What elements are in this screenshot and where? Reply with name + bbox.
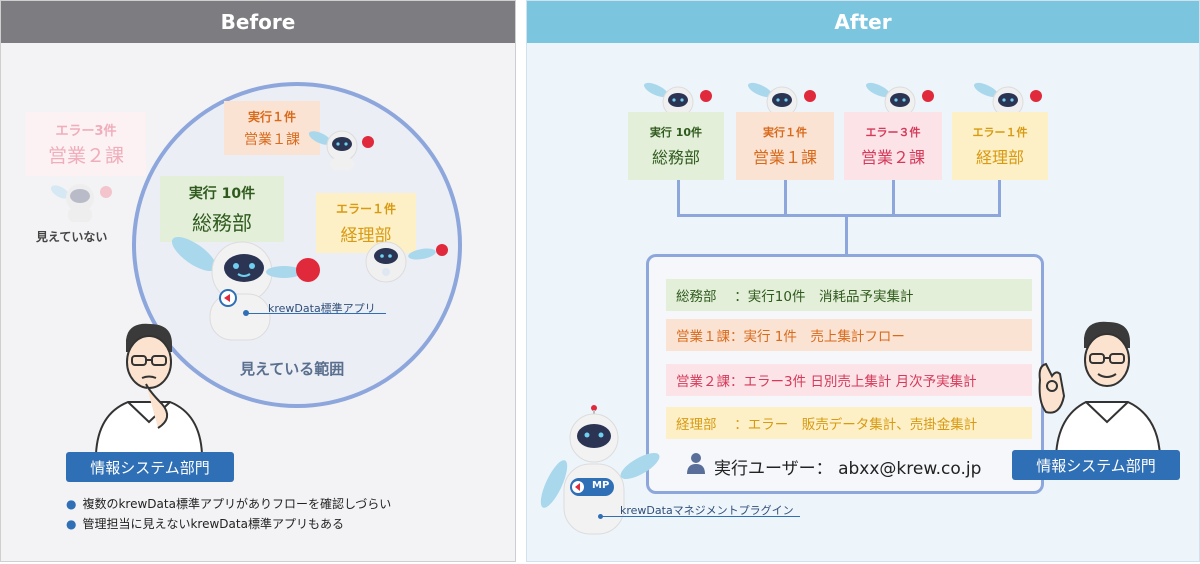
before-card-sales1-dept: 営業１課 [244,131,300,148]
before-card-general-status: 実行 10件 [188,185,256,202]
faded-card-dept: 営業２課 [47,145,124,167]
after-card-accounting: エラー１件 経理部 [952,112,1048,180]
summary-row-general: 総務部 ：実行10件 消耗品予実集計 [666,279,1032,311]
faded-card-status: エラー3件 [55,124,117,139]
robot-accounting-icon [365,241,448,283]
after-card-general-dept: 総務部 [651,148,700,167]
after-card-sales1-dept: 営業１課 [752,148,817,167]
before-card-sales1-status: 実行１件 [247,109,296,124]
summary-row-accounting: 経理部 ：エラー 販売データ集計、売掛金集計 [666,407,1032,439]
thinking-person-icon [94,323,204,454]
bullet-text-1: 複数のkrewData標準アプリがありフローを確認しづらい [82,497,392,511]
robot-sales1-icon [308,130,374,170]
bullet-dot-icon: ● [66,497,77,511]
after-card-sales1: 実行１件 営業１課 [736,112,834,180]
after-card-sales2-dept: 営業２課 [860,148,925,167]
robot-after-1-icon [644,82,712,118]
connector-main [845,214,848,254]
after-card-sales2-status: エラー３件 [865,126,921,139]
before-card-general-dept: 総務部 [192,210,252,235]
before-card-accounting: エラー１件 経理部 [316,193,416,253]
user-icon [687,453,705,474]
faded-card-sales2: エラー3件 営業２課 [26,112,146,176]
krewdata-robot-icon [171,236,320,341]
app-label-dot [243,310,249,316]
not-visible-label: 見えていない [36,230,108,244]
summary-row-sales2: 営業２課：エラー3件 日別売上集計 月次予実集計 [666,364,1032,396]
before-card-sales1: 実行１件 営業１課 [224,101,320,155]
plugin-badge-text: MP [592,480,610,491]
before-header: Before [1,1,515,43]
before-it-dept-badge: 情報システム部門 [66,452,234,482]
summary-row-sales1: 営業１課：実行 1件 売上集計フロー [666,319,1032,351]
after-card-accounting-status: エラー１件 [972,126,1028,139]
before-card-accounting-status: エラー１件 [335,202,396,216]
after-card-sales1-status: 実行１件 [763,126,807,139]
bullet-text-2: 管理担当に見えないkrewData標準アプリもある [82,517,344,531]
plugin-label-connector [600,516,800,517]
connector-drop-4 [998,180,1001,216]
connector-horizontal [677,214,1001,217]
app-label: krewData標準アプリ [268,302,376,315]
after-card-general-status: 実行 10件 [649,126,703,139]
bullet-dot-icon: ● [66,517,77,531]
after-header: After [527,1,1199,43]
after-card-general: 実行 10件 総務部 [628,112,724,180]
after-card-accounting-dept: 経理部 [975,148,1024,167]
ok-person-icon [1038,321,1162,456]
app-label-connector [246,313,386,314]
before-bullet-1: ● 複数のkrewData標準アプリがありフローを確認しづらい [66,495,391,512]
after-card-sales2: エラー３件 営業２課 [844,112,942,180]
robot-after-2-icon [748,82,816,118]
after-it-dept-badge: 情報システム部門 [1012,450,1180,480]
robot-after-4-icon [974,82,1042,118]
faded-robot-icon [50,184,112,222]
before-bullet-2: ● 管理担当に見えないkrewData標準アプリもある [66,515,344,532]
connector-drop-3 [892,180,895,216]
exec-user-label: 実行ユーザー： abxx@krew.co.jp [714,459,982,479]
before-card-accounting-dept: 経理部 [340,226,392,246]
connector-drop-1 [677,180,680,216]
before-card-general: 実行 10件 総務部 [160,176,284,242]
connector-drop-2 [784,180,787,216]
plugin-label: krewDataマネジメントプラグイン [620,504,794,517]
visible-range-label: 見えている範囲 [240,360,345,378]
